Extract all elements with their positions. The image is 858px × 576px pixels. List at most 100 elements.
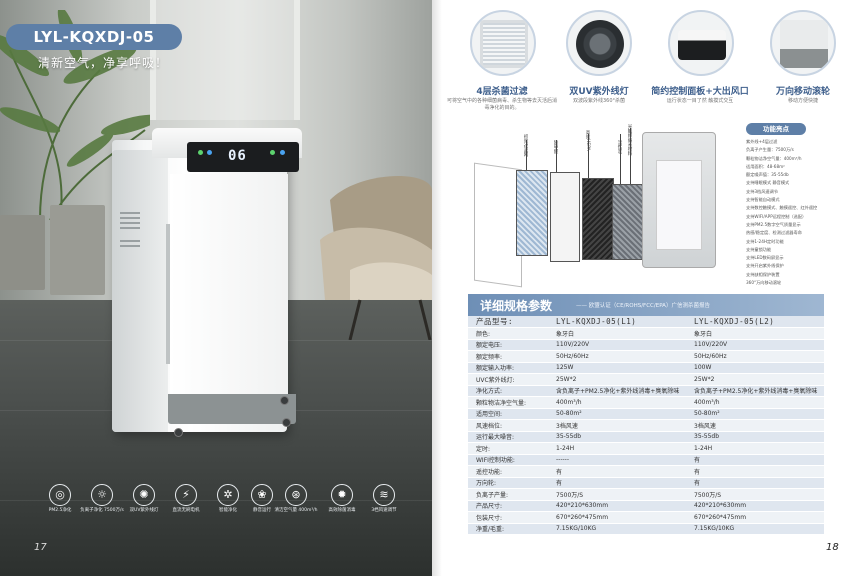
plant-pot — [0, 215, 45, 290]
feature-title: 万向移动滚轮 — [775, 87, 830, 97]
table-cell: 颗粒物洁净空气量: — [468, 396, 548, 409]
function-highlights-list: 紫外线+4层过滤 负离子产生量：7500万/s 颗粒物洁净空气量：400m³/h… — [746, 138, 830, 287]
table-cell: 颜色: — [468, 327, 548, 340]
table-row: 万向轮:有有 — [468, 477, 824, 489]
table-cell: 产品尺寸: — [468, 500, 548, 512]
air-purifier-product: 06 — [112, 128, 302, 440]
spec-header-bar: 详细规格参数 —— 欧盟认证（CE/ROHS/FCC/EPA）广信测杀菌报告 — [468, 294, 824, 316]
table-cell: UVC紫外线灯: — [468, 373, 548, 386]
table-row: 遥控功能:有有 — [468, 465, 824, 478]
armchair-illustration — [320, 176, 432, 340]
feature-title: 双UV紫外线灯 — [569, 87, 629, 97]
table-cell: 110V/220V — [686, 339, 824, 351]
list-item: 支持童锁功能 — [746, 246, 772, 252]
table-cell: 35-55db — [686, 431, 824, 443]
table-cell: 含负离子+PM2.5净化+紫外线消毒+臭氧除味 — [548, 385, 686, 397]
display-digits: 06 — [228, 148, 247, 164]
table-cell: WIFI控制功能: — [468, 454, 548, 466]
feature-item: ❀ 静音运行 — [240, 484, 284, 514]
table-row: 净化方式:含负离子+PM2.5净化+紫外线消毒+臭氧除味含负离子+PM2.5净化… — [468, 385, 824, 397]
table-cell: 净化方式: — [468, 385, 548, 397]
table-cell: 420*210*630mm — [548, 500, 686, 512]
purifier-interior — [656, 160, 702, 250]
photocatalyst-filter — [612, 184, 644, 260]
table-cell: 1-24H — [686, 442, 824, 455]
table-cell: 670*260*475mm — [548, 511, 686, 524]
table-cell: 含负离子+PM2.5净化+紫外线消毒+臭氧除味 — [686, 385, 824, 397]
function-highlights-title: 功能亮点 — [746, 123, 806, 135]
feature-title: 4层杀菌过滤 — [476, 87, 528, 97]
table-cell: 7.15KG/10KG — [686, 523, 824, 535]
feature-item: ☼ 负离子净化 7500万/s — [80, 484, 124, 514]
list-item: 支持数控触摸式、触摸遥控、红外遥控 — [746, 205, 818, 211]
table-cell: 3档风速 — [686, 419, 824, 432]
feature-item: ⊛ 清洁空气量 400m³/h — [274, 484, 318, 514]
feature-item: ✺ 双UV紫外线灯 — [122, 484, 166, 514]
list-item: 额定噪声值：35-55db — [746, 172, 789, 178]
spec-title: 详细规格参数 — [480, 299, 553, 313]
filter-label: 光触媒纳米材料 — [627, 124, 632, 156]
filter-label: 高效HEPA — [585, 130, 590, 151]
smart-purify-icon: ✲ — [217, 484, 239, 506]
table-cell: 有 — [686, 465, 824, 478]
table-cell: 象牙白 — [548, 327, 686, 340]
table-cell: 额定频率: — [468, 350, 548, 363]
table-cell: 25W*2 — [686, 373, 824, 386]
table-row: 颜色:象牙白象牙白 — [468, 327, 824, 340]
list-item: 支持PM2.5数字空气质量显示 — [746, 221, 801, 227]
table-cell: 35-55db — [548, 431, 686, 443]
window — [150, 0, 300, 120]
table-cell: 有 — [548, 477, 686, 489]
feature-item: ◎ PM2.5净化 — [38, 484, 82, 514]
table-cell: 7500万/S — [548, 488, 686, 501]
model-l1: LYL-KQXDJ-05(L1) — [548, 316, 686, 328]
carbon-filter — [582, 178, 614, 260]
table-cell: 额定电压: — [468, 339, 548, 351]
table-cell: 50Hz/60Hz — [686, 350, 824, 363]
table-cell: 25W*2 — [548, 373, 686, 386]
filter-label: 活性炭 — [617, 140, 622, 154]
filter-icon — [470, 10, 536, 76]
feature-item: ⚡ 直流无刷电机 — [164, 484, 208, 514]
feature-desc: 可将空气中的各种细菌病毒、杀生物等去灭活后消毒净化的目的。 — [447, 98, 558, 111]
table-cell: 有 — [548, 465, 686, 478]
spec-table: 产品型号: LYL-KQXDJ-05(L1) LYL-KQXDJ-05(L2) … — [468, 316, 824, 535]
list-item: 负离子产生量：7500万/s — [746, 147, 794, 153]
filter-label: 初效过滤网 — [523, 134, 528, 157]
table-cell: 50-80m² — [548, 408, 686, 420]
table-cell: 定时: — [468, 442, 548, 455]
table-cell: ------ — [548, 454, 686, 466]
table-cell: 125W — [548, 362, 686, 374]
table-cell: 7500万/S — [686, 488, 824, 501]
feature-desc: 运行状态一目了然 触摸式交互 — [666, 98, 734, 104]
list-item: 支持睡眠模式 静音模式 — [746, 180, 790, 186]
list-item: 支持1-24H定时功能 — [746, 238, 784, 244]
table-cell: 象牙白 — [686, 327, 824, 340]
panel-icon — [668, 10, 734, 76]
table-cell: 遥控功能: — [468, 465, 548, 478]
filter-label: 除甲醛 — [553, 140, 558, 154]
negative-ion-icon: ☼ — [91, 484, 113, 506]
feature-desc: 移动方便快捷 — [787, 98, 818, 104]
list-item: 支持WIFI/APP远程控制（选配） — [746, 213, 807, 219]
list-item: 支持开启紫外线保护 — [746, 263, 784, 269]
wheel-icon — [770, 10, 836, 76]
feature-title: 简约控制面板+大出风口 — [651, 87, 749, 97]
table-cell: 400m³/h — [548, 396, 686, 409]
plant-pot — [50, 205, 105, 295]
table-row: WIFI控制功能:------有 — [468, 454, 824, 466]
motor-icon: ⚡ — [175, 484, 197, 506]
uv-lamp-icon: ✺ — [133, 484, 155, 506]
cadr-icon: ⊛ — [285, 484, 307, 506]
table-row: 产品型号: LYL-KQXDJ-05(L1) LYL-KQXDJ-05(L2) — [468, 316, 824, 328]
feature-item: ≋ 3档风速调节 — [362, 484, 406, 514]
